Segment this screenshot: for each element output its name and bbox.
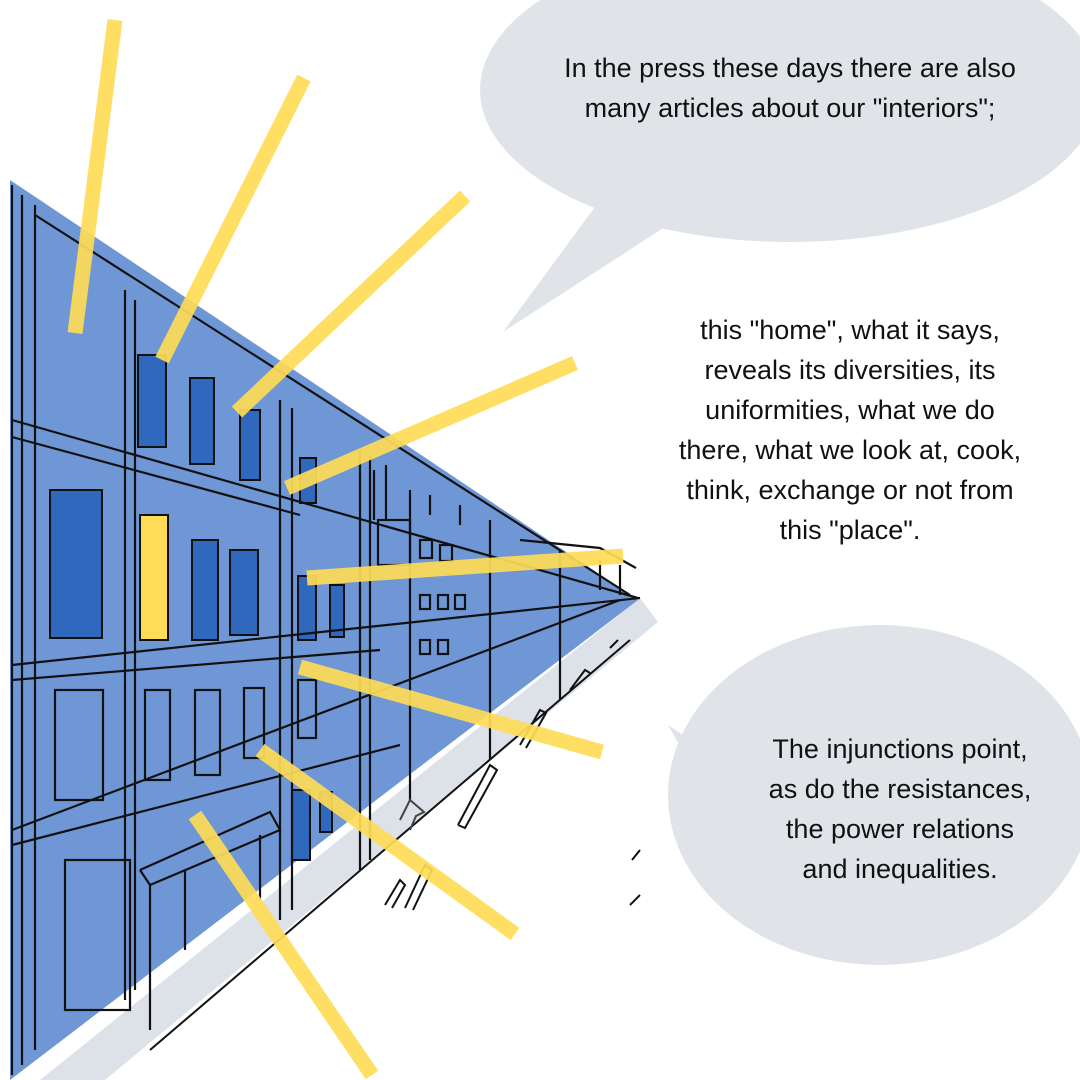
bubble-bottom-line-4: and inequalities.: [802, 854, 998, 884]
bubble-top-line-2: many articles about our "interiors";: [584, 93, 996, 123]
bubble-text-bottom: The injunctions point, as do the resista…: [720, 729, 1080, 889]
bubble-middle-line-4: there, what we look at, cook,: [678, 435, 1022, 465]
speech-bubble-bottom: [668, 625, 1080, 965]
bubble-text-middle: this "home", what it says, reveals its d…: [640, 310, 1060, 550]
lit-window: [139, 514, 169, 641]
bubble-middle-line-5: think, exchange or not from: [686, 475, 1014, 505]
bubble-text-top: In the press these days there are also m…: [520, 48, 1060, 128]
building-windows: [49, 354, 345, 861]
bubble-bottom-line-2: as do the resistances,: [768, 774, 1032, 804]
spotlight-rays-icon: [67, 19, 624, 1080]
bubble-bottom-line-3: the power relations: [785, 814, 1015, 844]
speech-bubble-top: [480, 0, 1080, 332]
road-arrow-icon: [399, 798, 426, 831]
bubble-middle-line-1: this "home", what it says,: [700, 315, 1000, 345]
bubble-middle-line-6: this "place".: [779, 515, 921, 545]
bubble-middle-line-3: uniformities, what we do: [705, 395, 995, 425]
bubble-bottom-line-1: The injunctions point,: [772, 734, 1028, 764]
bubble-top-line-1: In the press these days there are also: [564, 53, 1016, 83]
bubble-middle-line-2: reveals its diversities, its: [704, 355, 996, 385]
